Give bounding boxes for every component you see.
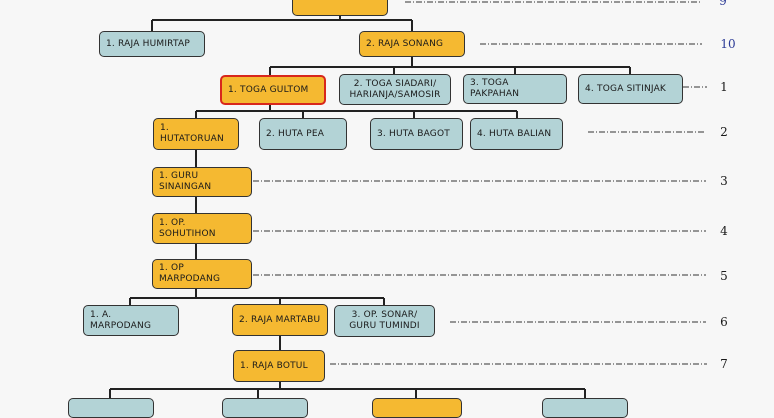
node-hutatoruan: 1. HUTATORUAN: [153, 118, 239, 150]
node-raja-humirtap: 1. RAJA HUMIRTAP: [99, 31, 205, 57]
generation-guide-lines: [253, 1, 707, 365]
node-toga-siadari: 2. TOGA SIADARI/ HARIANJA/SAMOSIR: [339, 74, 451, 105]
node-raja-botul: 1. RAJA BOTUL: [233, 350, 325, 382]
generation-number: 1: [720, 80, 728, 94]
generation-number: 4: [720, 224, 728, 238]
generation-number: 6: [720, 315, 728, 329]
node-huta-balian: 4. HUTA BALIAN: [470, 118, 563, 150]
node-op-sohutihon: 1. OP. SOHUTIHON: [152, 213, 252, 244]
node-op-sonar: 3. OP. SONAR/ GURU TUMINDI: [334, 305, 435, 337]
generation-number: 10: [720, 37, 736, 51]
generation-number: 3: [720, 174, 728, 188]
node-raja-martabu: 2. RAJA MARTABU: [232, 304, 328, 336]
generation-number: 9: [719, 0, 727, 8]
node-gen8-4: [542, 398, 628, 418]
node-toga-pakpahan: 3. TOGA PAKPAHAN: [463, 74, 567, 104]
node-gen8-2: [222, 398, 308, 418]
node-op-marpodang: 1. OP MARPODANG: [152, 259, 252, 289]
node-gen8-3: [372, 398, 462, 418]
node-toga-gultom: 1. TOGA GULTOM: [220, 75, 326, 105]
node-guru-sinaingan: 1. GURU SINAINGAN: [152, 167, 252, 197]
node-a-marpodang: 1. A. MARPODANG: [83, 305, 179, 336]
tree-lines: [109, 15, 631, 398]
node-toga-sitinjak: 4. TOGA SITINJAK: [578, 74, 683, 104]
generation-number: 2: [720, 125, 728, 139]
family-tree-connectors: [109, 1, 707, 398]
node-huta-pea: 2. HUTA PEA: [259, 118, 347, 150]
node-raja-sonang: 2. RAJA SONANG: [359, 31, 465, 57]
generation-number: 7: [720, 357, 728, 371]
generation-number: 5: [720, 269, 728, 283]
top-ancestor-box: [292, 0, 388, 16]
node-gen8-1: [68, 398, 154, 418]
node-huta-bagot: 3. HUTA BAGOT: [370, 118, 463, 150]
